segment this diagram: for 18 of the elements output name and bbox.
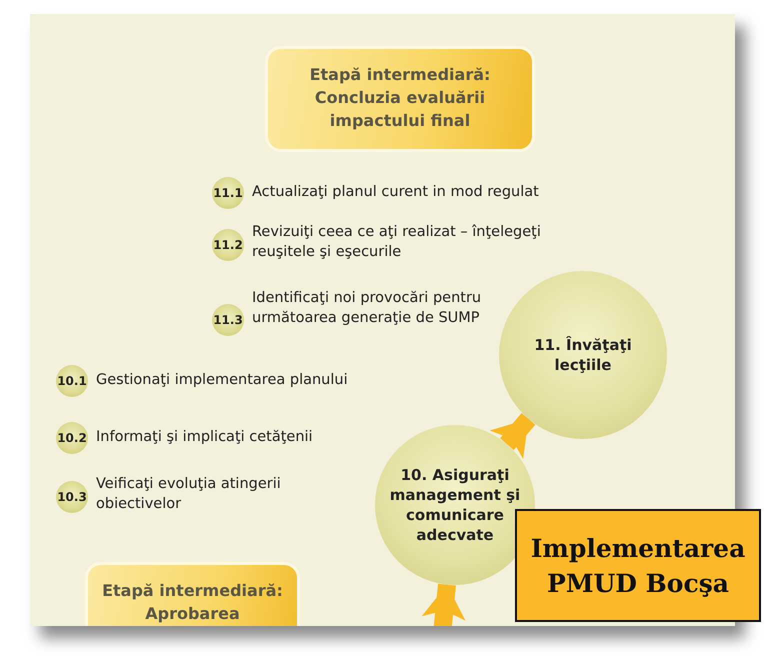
step-number-circle: 10.1 <box>56 365 88 397</box>
step-text: Actualizaţi planul curent in mod regulat <box>252 183 540 202</box>
milestone-box: Etapă intermediară: Concluzia evaluării impactului final <box>265 46 535 152</box>
phase-circle: 11. Învăţaţi lecţiile <box>499 271 667 439</box>
step-text: Veificaţi evoluţia atingerii obiectivelor <box>96 475 282 514</box>
step-number-circle: 10.3 <box>56 481 88 513</box>
arrow <box>490 413 536 460</box>
step-number-circle: 11.3 <box>212 304 244 336</box>
title-box: Implementarea PMUD Bocşa <box>515 509 761 622</box>
step-text: Identificaţi noi provocări pentru următoarea generaţie de SUMP <box>252 289 482 328</box>
step-text: Revizuiţi ceea ce aţi realizat – înţelegeţi reuşitele şi eşecurile <box>252 223 542 262</box>
arrow <box>422 584 466 626</box>
step-text: Informaţi şi implicaţi cetăţenii <box>96 428 314 447</box>
step-number-circle: 11.1 <box>212 177 244 209</box>
step-number-circle: 10.2 <box>56 422 88 454</box>
step-number-circle: 11.2 <box>212 229 244 261</box>
step-text: Gestionaţi implementarea planului <box>96 371 349 390</box>
milestone-box: Etapă intermediară: Aprobarea <box>85 562 300 626</box>
